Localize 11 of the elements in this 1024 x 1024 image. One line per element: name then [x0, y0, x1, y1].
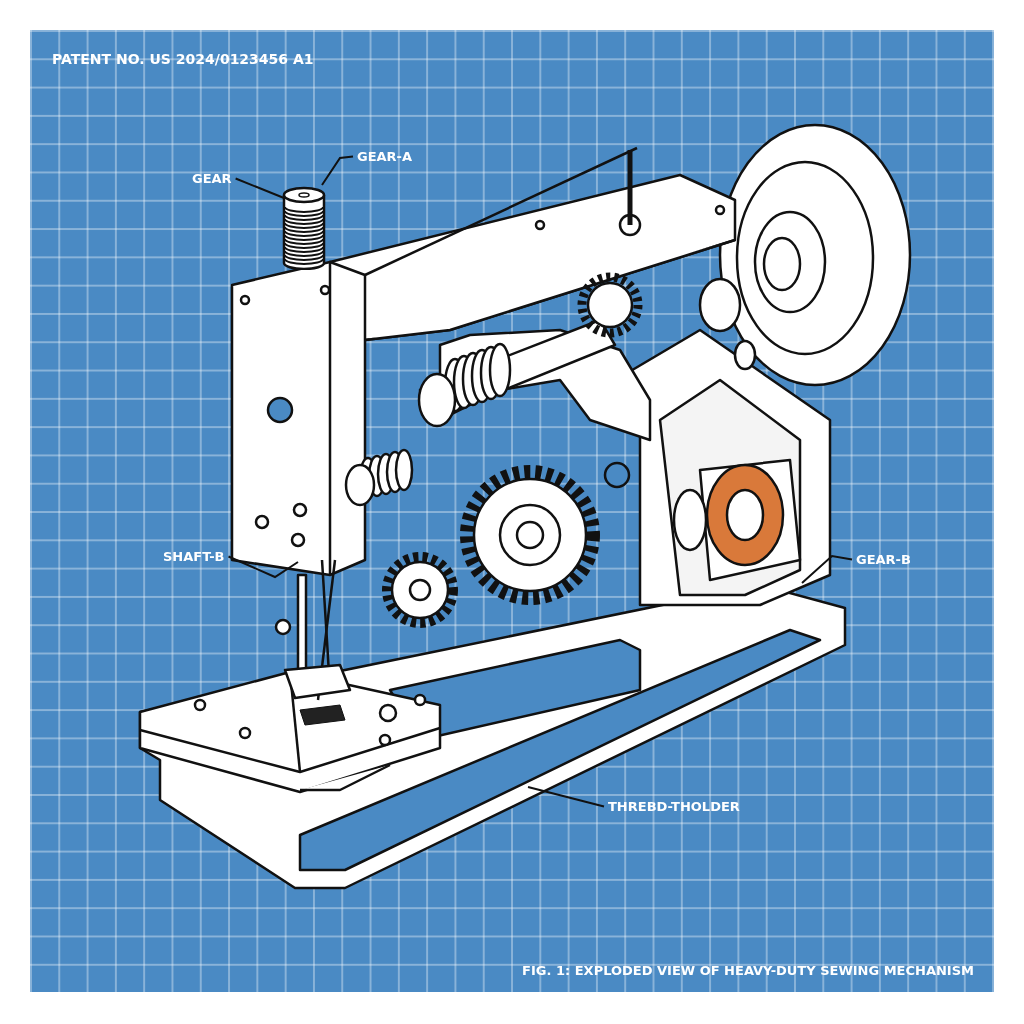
part-label: GEAR — [192, 172, 232, 185]
leader-line — [227, 555, 299, 579]
spool — [281, 185, 327, 270]
part-label: SHAFT-B — [163, 550, 225, 563]
part-label: THREBD-THOLDER — [608, 800, 740, 813]
leader-line — [801, 554, 853, 584]
part-label: GEAR-A — [357, 150, 413, 163]
part-label: GEAR-B — [856, 553, 911, 566]
patent-number-heading: PATENT NO. US 2024/0123456 A1 — [52, 52, 314, 66]
figure-caption: FIG. 1: EXPLODED VIEW OF HEAVY-DUTY SEWING MECHANISM — [522, 964, 974, 977]
leader-line — [321, 155, 354, 186]
